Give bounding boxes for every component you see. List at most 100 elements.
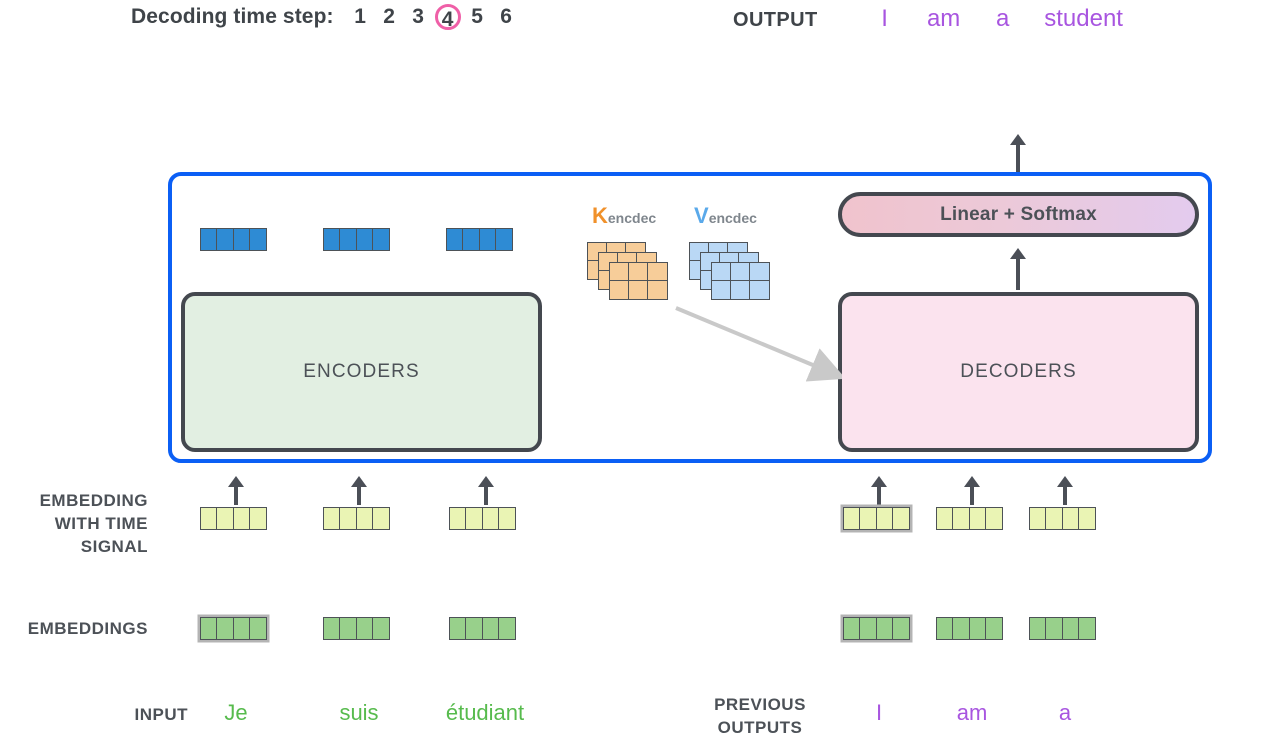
matrix-cell — [628, 262, 649, 282]
vector-cell — [495, 228, 514, 251]
input-word-suis: suis — [339, 700, 379, 725]
vector-cell — [843, 507, 861, 530]
decoder-input-arrow-head-1 — [871, 476, 887, 487]
timestep-6[interactable]: 6 — [500, 5, 512, 28]
vector-cell — [1045, 507, 1064, 530]
vector-cell — [323, 617, 341, 640]
timestep-4-active[interactable]: 4 — [434, 4, 461, 31]
output-label: OUTPUT — [733, 9, 818, 31]
k-encdec-matrix-stack — [587, 242, 668, 305]
output-arrow-shaft — [1016, 143, 1020, 175]
vector-cell — [249, 617, 268, 640]
vector-cell — [232, 507, 251, 530]
vector-cell — [465, 507, 484, 530]
v-encdec-label: Vencdec — [694, 203, 757, 229]
vector-cell — [355, 617, 374, 640]
embedding-with-time-signal-label: EMBEDDING WITH TIME SIGNAL — [0, 489, 148, 558]
vector-cell — [372, 228, 391, 251]
vector-cell — [498, 617, 517, 640]
encoder-input-arrow-shaft-1 — [234, 485, 238, 505]
label-line-1: PREVIOUS — [714, 695, 806, 714]
vector-cell — [323, 228, 341, 251]
decoder-time-signal-vector-2 — [936, 507, 1004, 530]
encoders-label: ENCODERS — [303, 361, 420, 382]
encoders-box[interactable]: ENCODERS — [181, 292, 542, 452]
input-word-etudiant: étudiant — [445, 700, 525, 725]
vector-cell — [1078, 507, 1097, 530]
decoder-embedding-vector-1 — [843, 617, 911, 640]
vector-cell — [446, 228, 464, 251]
linear-softmax-box[interactable]: Linear + Softmax — [838, 192, 1199, 237]
output-arrow-head — [1010, 134, 1026, 145]
encoder-time-signal-vector-2 — [323, 507, 391, 530]
encoder-output-vector-3 — [446, 228, 514, 251]
vector-cell — [875, 507, 894, 530]
v-matrix-front — [711, 262, 770, 300]
timestep-5[interactable]: 5 — [471, 5, 483, 28]
timestep-2[interactable]: 2 — [383, 5, 395, 28]
k-encdec-label: Kencdec — [592, 203, 656, 229]
vector-cell — [1061, 617, 1080, 640]
label-line-2: OUTPUTS — [717, 718, 803, 737]
vector-cell — [339, 228, 358, 251]
vector-cell — [843, 617, 861, 640]
timestep-3[interactable]: 3 — [412, 5, 424, 28]
timestep-1[interactable]: 1 — [354, 5, 366, 28]
vector-cell — [968, 617, 987, 640]
v-encdec-matrix-stack — [689, 242, 770, 305]
decoder-embedding-vector-3 — [1029, 617, 1097, 640]
vector-cell — [859, 507, 878, 530]
k-matrix-front — [609, 262, 668, 300]
matrix-cell — [749, 262, 770, 282]
linear-softmax-label: Linear + Softmax — [940, 203, 1097, 225]
vector-cell — [216, 228, 235, 251]
vector-cell — [249, 507, 268, 530]
vector-cell — [465, 617, 484, 640]
decoding-timestep-row: Decoding time step: 1 2 3 4 5 6 — [131, 4, 523, 31]
label-line-1: EMBEDDING — [39, 491, 148, 510]
v-subscript: encdec — [708, 210, 757, 226]
decoder-to-softmax-arrow-head — [1010, 248, 1026, 259]
decoder-time-signal-vector-1 — [843, 507, 911, 530]
encoder-input-arrow-shaft-3 — [484, 485, 488, 505]
matrix-cell — [730, 262, 751, 282]
vector-cell — [952, 617, 971, 640]
previous-outputs-label: PREVIOUS OUTPUTS — [686, 693, 834, 739]
decoder-embedding-vector-2 — [936, 617, 1004, 640]
vector-cell — [481, 617, 500, 640]
decoder-input-arrow-shaft-3 — [1063, 485, 1067, 505]
vector-cell — [985, 617, 1004, 640]
vector-cell — [323, 507, 341, 530]
matrix-cell — [609, 280, 630, 300]
vector-cell — [952, 507, 971, 530]
label-line-3: SIGNAL — [80, 537, 148, 556]
encoder-input-arrow-shaft-2 — [357, 485, 361, 505]
input-label: INPUT — [134, 705, 188, 724]
matrix-cell — [647, 280, 668, 300]
output-word-1: I — [881, 5, 888, 32]
encoder-embedding-vector-3 — [449, 617, 517, 640]
vector-cell — [232, 617, 251, 640]
vector-cell — [249, 228, 268, 251]
matrix-cell — [609, 262, 630, 282]
vector-cell — [892, 507, 911, 530]
output-word-2: am — [926, 5, 961, 32]
v-symbol: V — [694, 203, 709, 228]
vector-cell — [1045, 617, 1064, 640]
matrix-cell — [628, 280, 649, 300]
input-word-je: Je — [224, 700, 248, 725]
vector-cell — [449, 617, 467, 640]
vector-cell — [372, 617, 391, 640]
previous-output-word-2: am — [956, 700, 988, 725]
vector-cell — [1029, 617, 1047, 640]
vector-cell — [462, 228, 481, 251]
encoder-output-vector-2 — [323, 228, 391, 251]
matrix-cell — [647, 262, 668, 282]
decoders-box[interactable]: DECODERS — [838, 292, 1199, 452]
vector-cell — [478, 228, 497, 251]
vector-cell — [936, 617, 954, 640]
vector-cell — [481, 507, 500, 530]
encoder-input-arrow-head-1 — [228, 476, 244, 487]
label-line-2: WITH TIME — [54, 514, 148, 533]
encoder-time-signal-vector-3 — [449, 507, 517, 530]
